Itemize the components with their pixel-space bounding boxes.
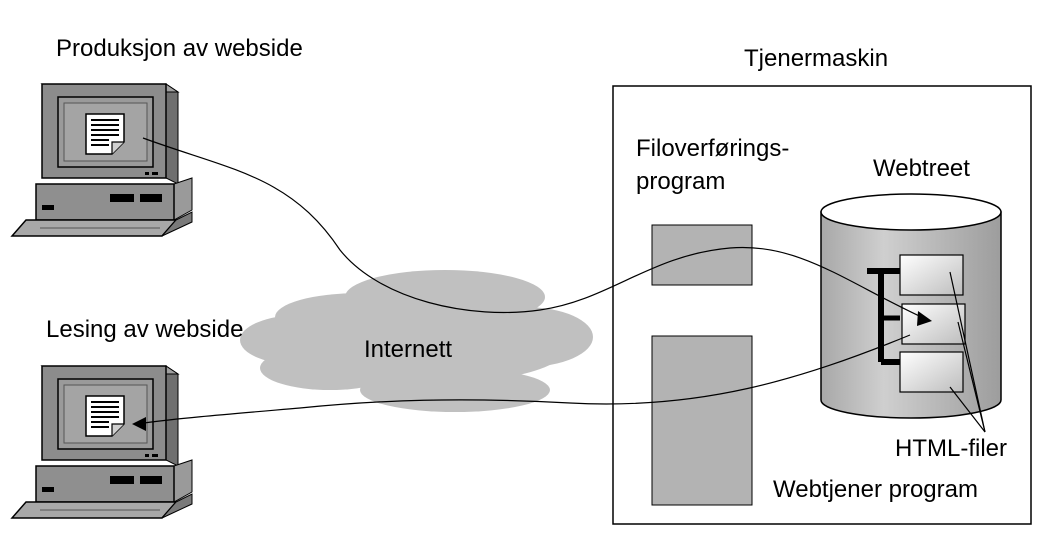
upload-arrowhead-icon — [917, 311, 932, 326]
production-document-icon — [85, 113, 125, 155]
reading-computer-icon — [10, 365, 193, 519]
reading-label: Lesing av webside — [46, 316, 243, 343]
file-transfer-program-box — [651, 224, 753, 286]
html-files-label: HTML-filer — [895, 435, 1007, 462]
download-arrowhead-icon — [132, 417, 146, 431]
reading-document-icon — [85, 395, 125, 437]
file-transfer-label-line2: program — [636, 168, 725, 195]
download-connection-curve — [143, 334, 911, 424]
server-title: Tjenermaskin — [744, 45, 888, 72]
production-computer-icon — [10, 83, 193, 237]
html-file-1 — [899, 254, 964, 296]
internet-label: Internett — [364, 336, 452, 363]
production-label: Produksjon av webside — [56, 35, 303, 62]
internet-cloud-icon — [240, 270, 593, 412]
html-file-2 — [901, 303, 966, 345]
webserver-program-box — [651, 335, 753, 506]
server-machine-frame — [612, 85, 1032, 525]
file-transfer-label-line1: Filoverførings- — [636, 135, 789, 162]
html-files-pointer-lines — [949, 271, 986, 433]
upload-connection-curve — [142, 137, 929, 321]
webtree-label: Webtreet — [873, 155, 970, 182]
html-file-3 — [899, 351, 964, 393]
webserver-label: Webtjener program — [773, 476, 978, 503]
